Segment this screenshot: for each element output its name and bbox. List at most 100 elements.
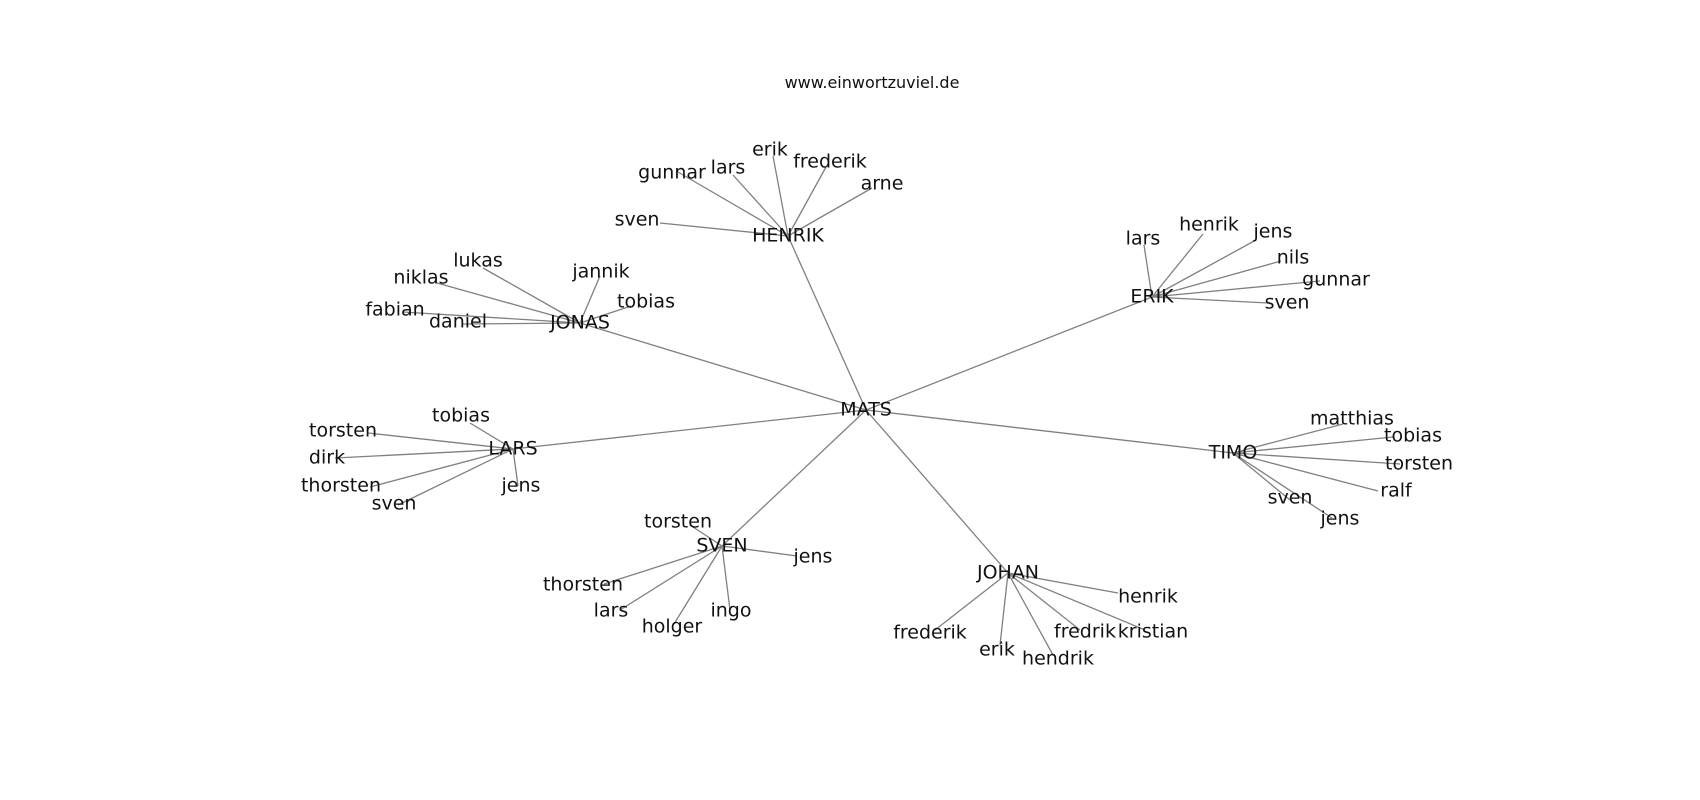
- leaf-erik-henrik: henrik: [1179, 214, 1239, 236]
- leaf-sven-jens: jens: [793, 546, 833, 568]
- edge-lars-jens: [512, 448, 519, 487]
- leaf-timo-jens: jens: [1320, 508, 1360, 530]
- leaf-erik-sven: sven: [1265, 292, 1310, 314]
- leaf-sven-ingo: ingo: [710, 600, 751, 622]
- edge-henrik-frederik: [787, 166, 827, 237]
- leaf-sven-thorsten: thorsten: [543, 574, 623, 596]
- edge-johan-kristian: [1007, 572, 1146, 631]
- edge-johan-erik: [999, 572, 1009, 646]
- edge-jonas-niklas: [436, 282, 581, 324]
- edge-timo-sven: [1232, 452, 1291, 501]
- edge-mats-johan: [865, 409, 1009, 574]
- edge-henrik-erik: [772, 155, 789, 237]
- leaf-sven-lars: lars: [594, 600, 629, 622]
- edge-lars-thorsten: [369, 448, 514, 488]
- node-sven: SVEN: [696, 535, 747, 557]
- edge-erik-sven: [1151, 296, 1269, 304]
- leaf-johan-frederik: frederik: [893, 622, 967, 644]
- node-lars: LARS: [488, 438, 537, 460]
- edge-lars-sven: [397, 448, 514, 506]
- leaf-henrik-erik: erik: [752, 139, 788, 161]
- edge-timo-ralf: [1232, 452, 1379, 492]
- leaf-timo-ralf: ralf: [1380, 480, 1413, 502]
- edge-henrik-gunnar: [677, 171, 789, 237]
- leaf-jonas-fabian: fabian: [365, 299, 424, 321]
- node-henrik: HENRIK: [752, 225, 824, 247]
- edge-erik-jens: [1151, 239, 1257, 298]
- edge-timo-jens: [1232, 452, 1333, 519]
- edge-lars-torsten: [367, 432, 514, 450]
- leaf-timo-matthias: matthias: [1310, 408, 1394, 430]
- leaf-jonas-lukas: lukas: [453, 250, 503, 272]
- edge-jonas-jannik: [579, 275, 601, 324]
- node-erik: ERIK: [1130, 286, 1174, 308]
- leaf-lars-dirk: dirk: [309, 447, 345, 469]
- edge-johan-fredrik: [1007, 572, 1081, 631]
- leaf-erik-jens: jens: [1253, 221, 1293, 243]
- leaf-johan-fredrik: fredrik: [1054, 621, 1116, 643]
- leaf-henrik-sven: sven: [615, 209, 660, 231]
- edge-erik-gunnar: [1151, 280, 1321, 298]
- edge-mats-erik: [865, 296, 1153, 411]
- site-url: www.einwortzuviel.de: [785, 73, 960, 92]
- leaf-henrik-arne: arne: [861, 173, 904, 195]
- leaf-lars-thorsten: thorsten: [301, 475, 381, 497]
- leaf-henrik-frederik: frederik: [793, 151, 867, 173]
- leaf-jonas-daniel: daniel: [429, 311, 487, 333]
- edge-lars-dirk: [334, 448, 514, 459]
- leaf-johan-hendrik: hendrik: [1022, 648, 1094, 670]
- leaf-sven-torsten: torsten: [644, 511, 712, 533]
- leaf-henrik-lars: lars: [711, 157, 746, 179]
- edge-sven-thorsten: [603, 545, 723, 585]
- leaf-timo-sven: sven: [1268, 487, 1313, 509]
- edge-jonas-tobias: [579, 305, 632, 324]
- edge-mats-sven: [721, 409, 867, 547]
- node-timo: TIMO: [1208, 442, 1258, 464]
- edge-erik-lars: [1143, 244, 1153, 298]
- edge-mats-timo: [865, 409, 1234, 454]
- leaf-sven-holger: holger: [642, 616, 703, 638]
- leaf-jonas-niklas: niklas: [393, 267, 448, 289]
- leaf-erik-lars: lars: [1126, 228, 1161, 250]
- edge-timo-tobias: [1232, 436, 1394, 454]
- leaf-lars-sven: sven: [372, 493, 417, 515]
- leaf-johan-henrik: henrik: [1118, 586, 1178, 608]
- leaf-jonas-tobias: tobias: [617, 291, 675, 313]
- edge-henrik-lars: [732, 174, 789, 237]
- leaf-johan-erik: erik: [979, 639, 1015, 661]
- edge-timo-matthias: [1232, 423, 1344, 454]
- edge-henrik-arne: [787, 187, 873, 237]
- edges: [334, 155, 1401, 656]
- leaf-lars-tobias: tobias: [432, 405, 490, 427]
- leaf-erik-nils: nils: [1277, 247, 1310, 269]
- leaf-johan-kristian: kristian: [1118, 621, 1188, 643]
- edge-mats-lars: [512, 409, 867, 450]
- node-jonas: JONAS: [549, 312, 610, 334]
- leaf-timo-tobias: tobias: [1384, 425, 1442, 447]
- leaf-timo-torsten: torsten: [1385, 453, 1453, 475]
- edge-erik-nils: [1151, 260, 1282, 298]
- edge-mats-jonas: [579, 322, 867, 411]
- edge-johan-henrik: [1007, 572, 1119, 594]
- edge-johan-frederik: [934, 572, 1009, 631]
- edge-jonas-daniel: [462, 322, 581, 325]
- edge-henrik-sven: [659, 222, 789, 237]
- node-johan: JOHAN: [976, 562, 1039, 584]
- edge-sven-ingo: [721, 545, 731, 611]
- edge-sven-jens: [721, 545, 798, 557]
- edge-sven-lars: [619, 545, 723, 611]
- edge-mats-henrik: [787, 235, 867, 411]
- leaf-lars-jens: jens: [501, 475, 541, 497]
- edge-sven-holger: [673, 545, 723, 625]
- edge-johan-hendrik: [1007, 572, 1054, 656]
- edge-jonas-fabian: [402, 311, 581, 324]
- leaf-henrik-gunnar: gunnar: [638, 162, 706, 184]
- leaf-jonas-jannik: jannik: [571, 261, 629, 283]
- leaf-erik-gunnar: gunnar: [1302, 269, 1370, 291]
- edge-timo-torsten: [1232, 452, 1401, 465]
- edge-jonas-lukas: [482, 267, 581, 324]
- leaf-lars-torsten: torsten: [309, 420, 377, 442]
- edge-erik-henrik: [1151, 233, 1204, 298]
